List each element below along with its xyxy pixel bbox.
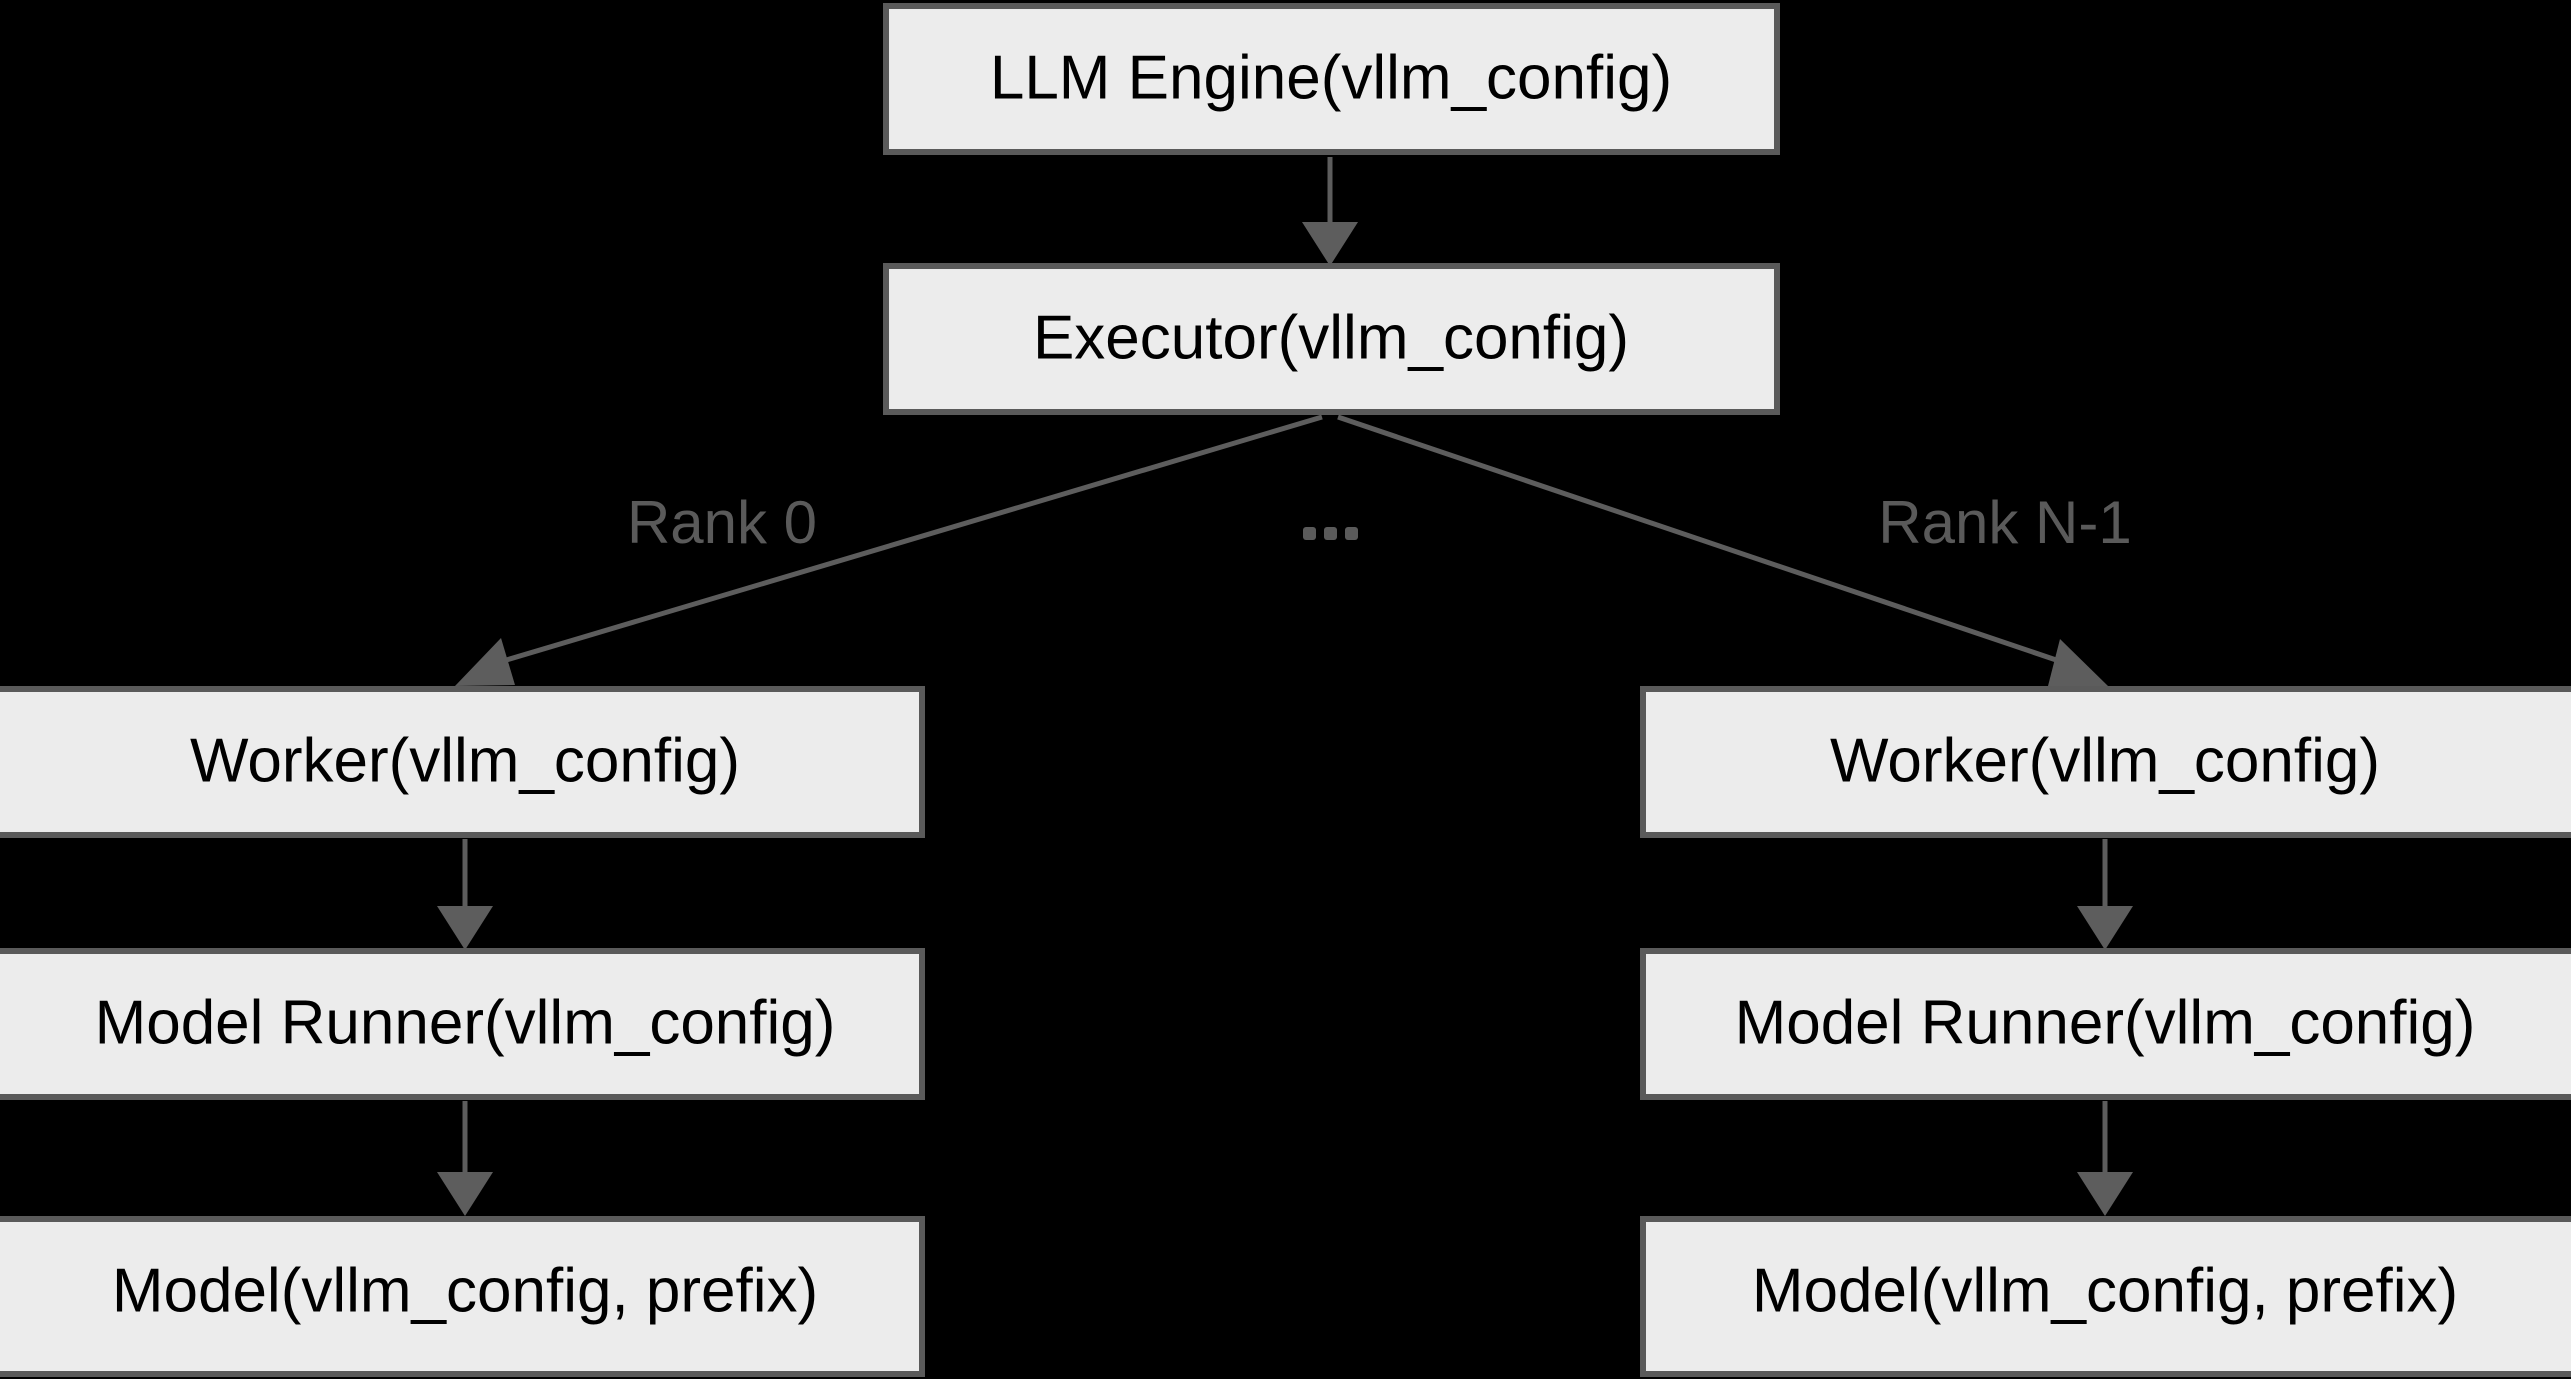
node-worker-rank0[interactable]: Worker(vllm_config) xyxy=(0,686,925,838)
node-box[interactable] xyxy=(1640,686,2571,838)
node-box[interactable] xyxy=(1640,1216,2571,1377)
node-model-runner-rankn[interactable]: Model Runner(vllm_config) xyxy=(1640,948,2571,1100)
node-label: Worker(vllm_config) xyxy=(1830,726,2380,795)
edge-executor-to-worker-rankn xyxy=(1337,414,2108,686)
arrowhead-icon xyxy=(1302,222,1358,266)
node-label: Model Runner(vllm_config) xyxy=(95,988,836,1057)
node-label: Worker(vllm_config) xyxy=(190,726,740,795)
arrowhead-icon xyxy=(437,906,493,950)
node-box[interactable] xyxy=(883,263,1780,415)
edge-label-rank-n-minus-1: Rank N-1 xyxy=(1878,489,2131,556)
node-model-rank0[interactable]: Model(vllm_config, prefix) xyxy=(0,1216,925,1377)
edge-label-rank-0: Rank 0 xyxy=(627,489,817,556)
node-label: LLM Engine(vllm_config) xyxy=(990,43,1672,112)
node-box[interactable] xyxy=(0,948,925,1100)
arrowhead-icon xyxy=(2077,906,2133,950)
arrowhead-icon xyxy=(437,1172,493,1216)
node-box[interactable] xyxy=(1640,948,2571,1100)
node-llm-engine[interactable]: LLM Engine(vllm_config) xyxy=(883,3,1780,155)
node-box[interactable] xyxy=(0,686,925,838)
node-model-rankn[interactable]: Model(vllm_config, prefix) xyxy=(1640,1216,2571,1377)
arrowhead-icon xyxy=(2048,639,2108,686)
node-label: Model(vllm_config, prefix) xyxy=(1752,1256,2458,1325)
node-model-runner-rank0[interactable]: Model Runner(vllm_config) xyxy=(0,948,925,1100)
edge-model-runner-to-model-rankn xyxy=(2077,1101,2133,1216)
node-label: Model Runner(vllm_config) xyxy=(1735,988,2476,1057)
edge-model-runner-to-model-rank0 xyxy=(437,1101,493,1216)
edge-line xyxy=(492,414,1323,667)
edge-executor-to-worker-rank0 xyxy=(455,414,1323,686)
edge-worker-to-model-runner-rank0 xyxy=(437,839,493,950)
edge-line xyxy=(1337,414,2069,667)
node-executor[interactable]: Executor(vllm_config) xyxy=(883,263,1780,415)
ellipsis-icon xyxy=(1303,527,1358,540)
node-worker-rankn[interactable]: Worker(vllm_config) xyxy=(1640,686,2571,838)
arrowhead-icon xyxy=(2077,1172,2133,1216)
node-box[interactable] xyxy=(883,3,1780,155)
node-box[interactable] xyxy=(0,1216,925,1377)
node-label: Executor(vllm_config) xyxy=(1033,303,1629,372)
arrowhead-icon xyxy=(455,638,515,686)
node-label: Model(vllm_config, prefix) xyxy=(112,1256,818,1325)
edge-llm-engine-to-executor xyxy=(1302,157,1358,266)
edge-worker-to-model-runner-rankn xyxy=(2077,839,2133,950)
